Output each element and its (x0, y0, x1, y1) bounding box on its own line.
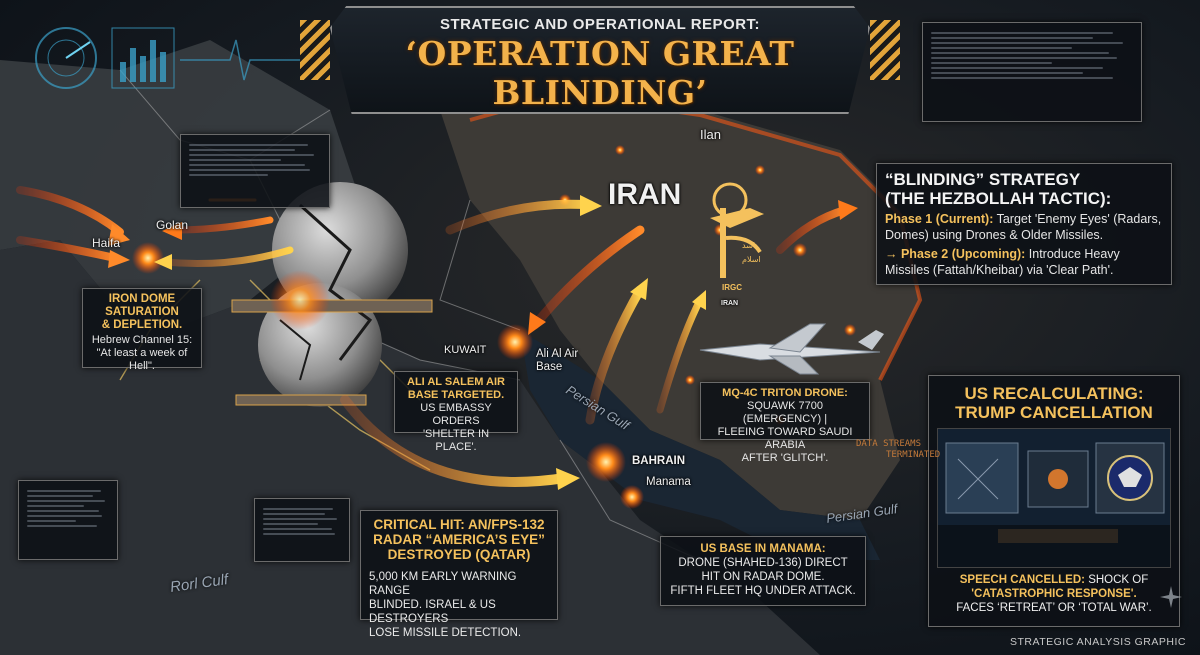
ali-al-salem-panel: ALI AL SALEM AIR BASE TARGETED. US EMBAS… (394, 371, 518, 453)
critical-hit-body: 5,000 KM EARLY WARNING RANGE BLINDED. IS… (369, 570, 549, 640)
fineprint-panel-topright (922, 22, 1142, 122)
title-stripe-left (300, 20, 330, 80)
blinding-title-line2: (THE HEZBOLLAH TACTIC): (885, 189, 1112, 208)
ali-key-line2: BASE TARGETED. (407, 389, 505, 401)
datastream-line2: TERMINATED (886, 450, 941, 460)
us-foot-line1: SPEECH CANCELLED: SHOCK OF (937, 573, 1171, 587)
manama-key: US BASE IN MANAMA: (700, 543, 826, 555)
label-manama: Manama (646, 476, 691, 488)
us-title-line2: TRUMP CANCELLATION (955, 403, 1153, 422)
svg-text:ﭘﺎﺳﺪ: ﭘﺎﺳﺪ (742, 241, 758, 250)
crit-body-line3: LOSE MISSILE DETECTION. (369, 627, 522, 639)
hud-radar-widget (35, 27, 97, 89)
iron-body-line1: Hebrew Channel 15: (91, 334, 193, 346)
sparkle-icon (1160, 586, 1182, 608)
iron-dome-title: IRON DOME SATURATION & DEPLETION. (89, 293, 195, 332)
critical-hit-title: CRITICAL HIT: AN/FPS-132 RADAR “AMERICA’… (369, 517, 549, 562)
irgc-caption: IRGC (722, 283, 742, 292)
svg-text:ﺍﺳﻼﻡ: ﺍﺳﻼﻡ (742, 255, 761, 264)
page-subtitle: IRAN'S 'STRATEGIC BONE-BREAKING' ATTACK … (354, 112, 846, 129)
land-arabia (0, 240, 820, 655)
manama-line1: DRONE (SHAHED-136) DIRECT (678, 557, 848, 569)
manama-base-panel: US BASE IN MANAMA: DRONE (SHAHED-136) DI… (660, 536, 866, 606)
us-title-line1: US RECALCULATING: (964, 384, 1144, 403)
manama-text: US BASE IN MANAMA: DRONE (SHAHED-136) DI… (669, 542, 857, 598)
hud-bar-widget (111, 27, 175, 89)
data-streams-notice: DATA STREAMS TERMINATED (856, 439, 940, 461)
label-ilan: Ilan (700, 127, 721, 142)
manama-line2: HIT ON RADAR DOME. (701, 571, 825, 583)
label-bahrain: BAHRAIN (632, 455, 686, 467)
phase1-key: Phase 1 (Current): (885, 212, 994, 226)
triton-drone-shape (699, 323, 884, 375)
crit-body-line1: 5,000 KM EARLY WARNING RANGE (369, 571, 517, 597)
phase1-text: Target 'Enemy Eyes' (Radars, Domes) usin… (885, 212, 1162, 242)
crit-body-line2: BLINDED. ISRAEL & US DESTROYERS (369, 599, 496, 625)
irgc-iran-caption: IRAN (721, 300, 739, 307)
critical-hit-panel: CRITICAL HIT: AN/FPS-132 RADAR “AMERICA’… (360, 510, 558, 639)
blinding-strategy-panel: “BLINDING” STRATEGY (THE HEZBOLLAH TACTI… (876, 163, 1172, 285)
label-iran: IRAN (608, 178, 682, 211)
title-stripe-right (870, 20, 900, 80)
ali-key-line1: ALI AL SALEM AIR (407, 376, 505, 388)
fineprint-panel-bottomleft (18, 480, 118, 560)
crit-title-line1: CRITICAL HIT: AN/FPS-132 (373, 517, 545, 532)
page-title: ‘OPERATION GREAT BLINDING’ (405, 34, 795, 112)
us-panel-footer: SPEECH CANCELLED: SHOCK OF 'CATASTROPHIC… (937, 573, 1171, 615)
label-golan: Golan (156, 218, 189, 232)
us-foot-line2: 'CATASTROPHIC RESPONSE'. (971, 588, 1137, 600)
label-kuwait: KUWAIT (444, 344, 487, 356)
irgc-emblem-icon: ﭘﺎﺳﺪ ﺍﺳﻼﻡ (710, 182, 764, 278)
drone-key: MQ-4C TRITON DRONE: (722, 387, 848, 399)
label-haifa: Haifa (92, 236, 121, 250)
blinding-title-line1: “BLINDING” STRATEGY (885, 170, 1081, 189)
ali-al-salem-text: ALI AL SALEM AIR BASE TARGETED. US EMBAS… (401, 376, 511, 454)
iron-title-line1: IRON DOME SATURATION (105, 293, 179, 318)
phase2-line: → Phase 2 (Upcoming): Introduce Heavy Mi… (885, 246, 1163, 278)
crit-title-line2: RADAR “AMERICA’S EYE” (373, 532, 545, 547)
us-recalculating-panel: US RECALCULATING: TRUMP CANCELLATION SPE… (928, 375, 1180, 627)
ali-line1: US EMBASSY ORDERS (420, 402, 492, 427)
iron-dome-body: Hebrew Channel 15: "At least a week of H… (89, 334, 195, 373)
us-foot-key: SPEECH CANCELLED: (959, 574, 1085, 586)
us-foot-text1: SHOCK OF (1088, 574, 1149, 586)
blinding-title: “BLINDING” STRATEGY (THE HEZBOLLAH TACTI… (885, 170, 1163, 208)
drone-line3: AFTER 'GLITCH'. (741, 452, 829, 464)
fineprint-panel-left (180, 134, 330, 208)
footer-tag: STRATEGIC ANALYSIS GRAPHIC (1010, 636, 1186, 648)
iron-title-line2: & DEPLETION. (101, 319, 183, 331)
us-panel-title: US RECALCULATING: TRUMP CANCELLATION (937, 384, 1171, 422)
title-kicker: STRATEGIC AND OPERATIONAL REPORT: (439, 16, 761, 33)
datastream-line1: DATA STREAMS (856, 439, 922, 449)
label-ali-base: Ali Al Air Base (536, 348, 579, 373)
manama-line3: FIFTH FLEET HQ UNDER ATTACK. (670, 585, 856, 597)
fineprint-panel-bottom (254, 498, 350, 562)
ali-line2: 'SHELTER IN PLACE'. (422, 428, 490, 453)
iron-dome-panel: IRON DOME SATURATION & DEPLETION. Hebrew… (82, 288, 202, 372)
phase1-line: Phase 1 (Current): Target 'Enemy Eyes' (… (885, 211, 1163, 243)
phase2-text: Introduce Heavy Missiles (Fattah/Kheibar… (885, 247, 1120, 277)
situation-room-illustration (938, 429, 1170, 567)
crit-title-line3: DESTROYED (QATAR) (387, 547, 531, 562)
situation-room-scene (937, 428, 1171, 568)
us-foot-line3: FACES ‘RETREAT’ OR ‘TOTAL WAR’. (956, 602, 1152, 614)
drone-line2: FLEEING TOWARD SAUDI ARABIA (717, 426, 853, 451)
drone-line1: SQUAWK 7700 (EMERGENCY) | (742, 400, 828, 425)
phase2-key: → Phase 2 (Upcoming): (885, 247, 1026, 261)
triton-drone-panel: MQ-4C TRITON DRONE: SQUAWK 7700 (EMERGEN… (700, 382, 870, 464)
triton-drone-text: MQ-4C TRITON DRONE: SQUAWK 7700 (EMERGEN… (707, 387, 863, 465)
iron-body-line2: "At least a week of Hell". (96, 347, 188, 372)
title-banner: STRATEGIC AND OPERATIONAL REPORT: ‘OPERA… (330, 6, 870, 114)
attack-arrows (16, 186, 858, 490)
